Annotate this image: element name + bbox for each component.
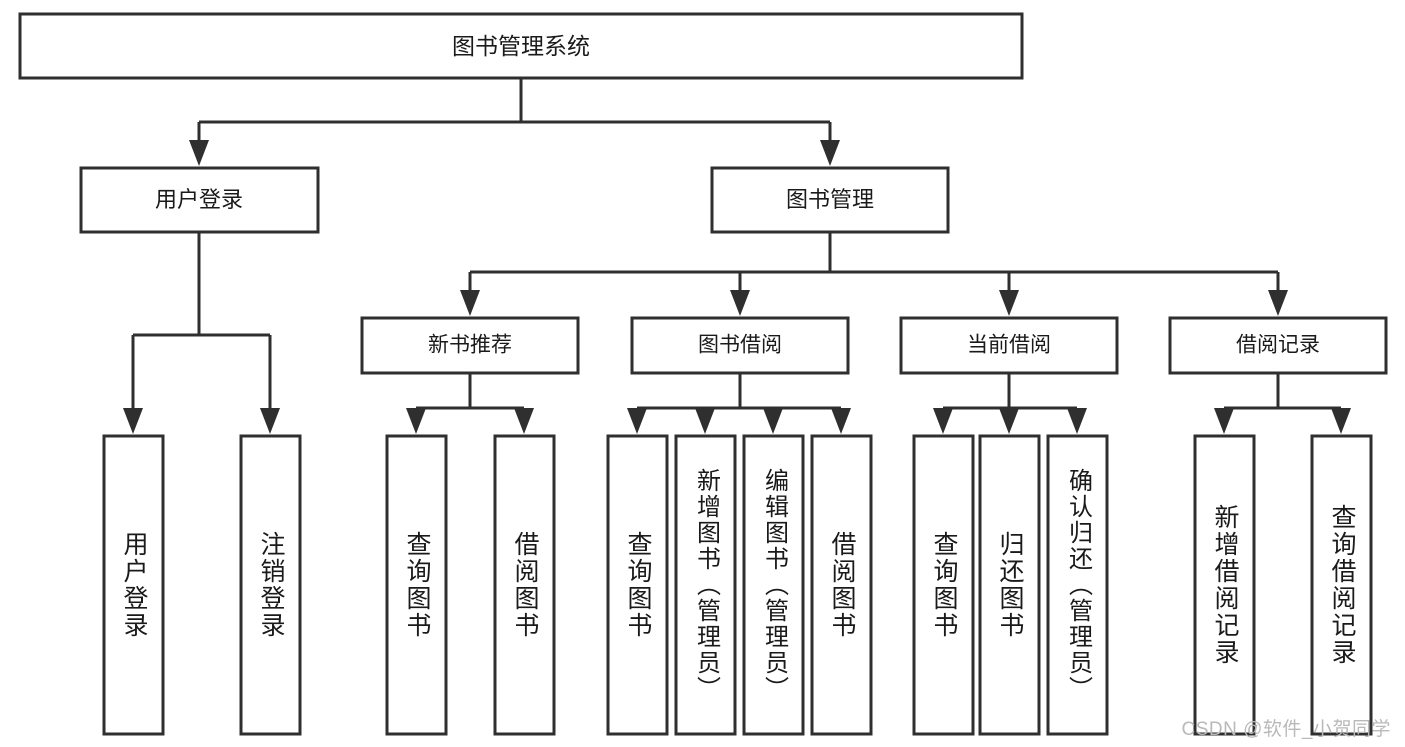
connector-group-currentborrow	[933, 373, 1087, 434]
arrow-user-leaf-1	[123, 408, 143, 434]
leaf-rect-newbook-1[interactable]	[385, 434, 448, 736]
arrow-current-leaf-2	[999, 408, 1019, 434]
arrow-current-leaf-1	[933, 408, 953, 434]
arrow-borrow-leaf-3	[763, 408, 783, 434]
connector-group-newbook	[406, 373, 534, 434]
node-book-borrow-rect[interactable]	[630, 316, 850, 375]
arrow-book-to-current	[999, 290, 1019, 316]
connector-group-user-login	[123, 232, 280, 434]
arrow-borrow-leaf-2	[695, 408, 715, 434]
node-user-login-label: 用户登录	[155, 187, 243, 212]
leaf-rect-borrow-4[interactable]	[810, 434, 873, 736]
arrow-user-leaf-2	[260, 408, 280, 434]
leaf-rect-newbook-2[interactable]	[493, 434, 556, 736]
connector-group-borrowbook	[627, 373, 851, 434]
node-new-book-recommend[interactable]: 新书推荐	[360, 316, 580, 375]
leaf-rect-history-1[interactable]	[1193, 434, 1256, 736]
node-user-login[interactable]: 用户登录	[79, 166, 320, 234]
watermark-text: CSDN @软件_小贺同学	[1181, 719, 1391, 740]
leaf-rect-current-2[interactable]	[978, 434, 1041, 736]
node-root-rect[interactable]	[18, 12, 1024, 80]
arrow-newbook-leaf-1	[406, 408, 426, 434]
node-book-borrow[interactable]: 图书借阅	[630, 316, 850, 375]
node-current-borrow-rect[interactable]	[899, 316, 1119, 375]
node-user-login-rect[interactable]	[79, 166, 320, 234]
arrow-root-to-user	[189, 140, 209, 166]
arrow-history-leaf-2	[1331, 408, 1351, 434]
arrow-book-to-newbook	[460, 290, 480, 316]
node-borrow-history[interactable]: 借阅记录	[1168, 316, 1388, 375]
node-borrow-history-label: 借阅记录	[1236, 334, 1320, 357]
leaf-rect-current-1[interactable]	[912, 434, 975, 736]
arrow-book-to-borrow	[730, 290, 750, 316]
connector-group-root	[189, 78, 840, 166]
leaf-rect-borrow-2[interactable]	[674, 434, 737, 736]
arrow-book-to-history	[1268, 290, 1288, 316]
leaf-rect-user-login-1[interactable]	[102, 434, 165, 736]
connector-group-book-manage	[460, 232, 1288, 316]
arrow-newbook-leaf-2	[514, 408, 534, 434]
arrow-root-to-book	[820, 140, 840, 166]
leaf-rect-borrow-3[interactable]	[742, 434, 805, 736]
leaf-rect-borrow-1[interactable]	[606, 434, 669, 736]
arrow-current-leaf-3	[1067, 408, 1087, 434]
arrow-history-leaf-1	[1214, 408, 1234, 434]
node-new-book-recommend-rect[interactable]	[360, 316, 580, 375]
node-new-book-recommend-label: 新书推荐	[428, 334, 512, 357]
node-current-borrow-label: 当前借阅	[967, 334, 1051, 357]
node-book-manage-label: 图书管理	[786, 187, 874, 212]
node-book-manage-rect[interactable]	[710, 166, 950, 234]
node-root-label: 图书管理系统	[452, 33, 590, 59]
connector-group-history	[1214, 373, 1351, 434]
node-current-borrow[interactable]: 当前借阅	[899, 316, 1119, 375]
node-borrow-history-rect[interactable]	[1168, 316, 1388, 375]
leaf-rect-user-login-2[interactable]	[239, 434, 302, 736]
leaf-rect-current-3[interactable]	[1046, 434, 1109, 736]
node-book-manage[interactable]: 图书管理	[710, 166, 950, 234]
leaf-rect-history-2[interactable]	[1310, 434, 1373, 736]
node-book-borrow-label: 图书借阅	[698, 334, 782, 357]
arrow-borrow-leaf-4	[831, 408, 851, 434]
node-root[interactable]: 图书管理系统	[18, 12, 1024, 80]
arrow-borrow-leaf-1	[627, 408, 647, 434]
